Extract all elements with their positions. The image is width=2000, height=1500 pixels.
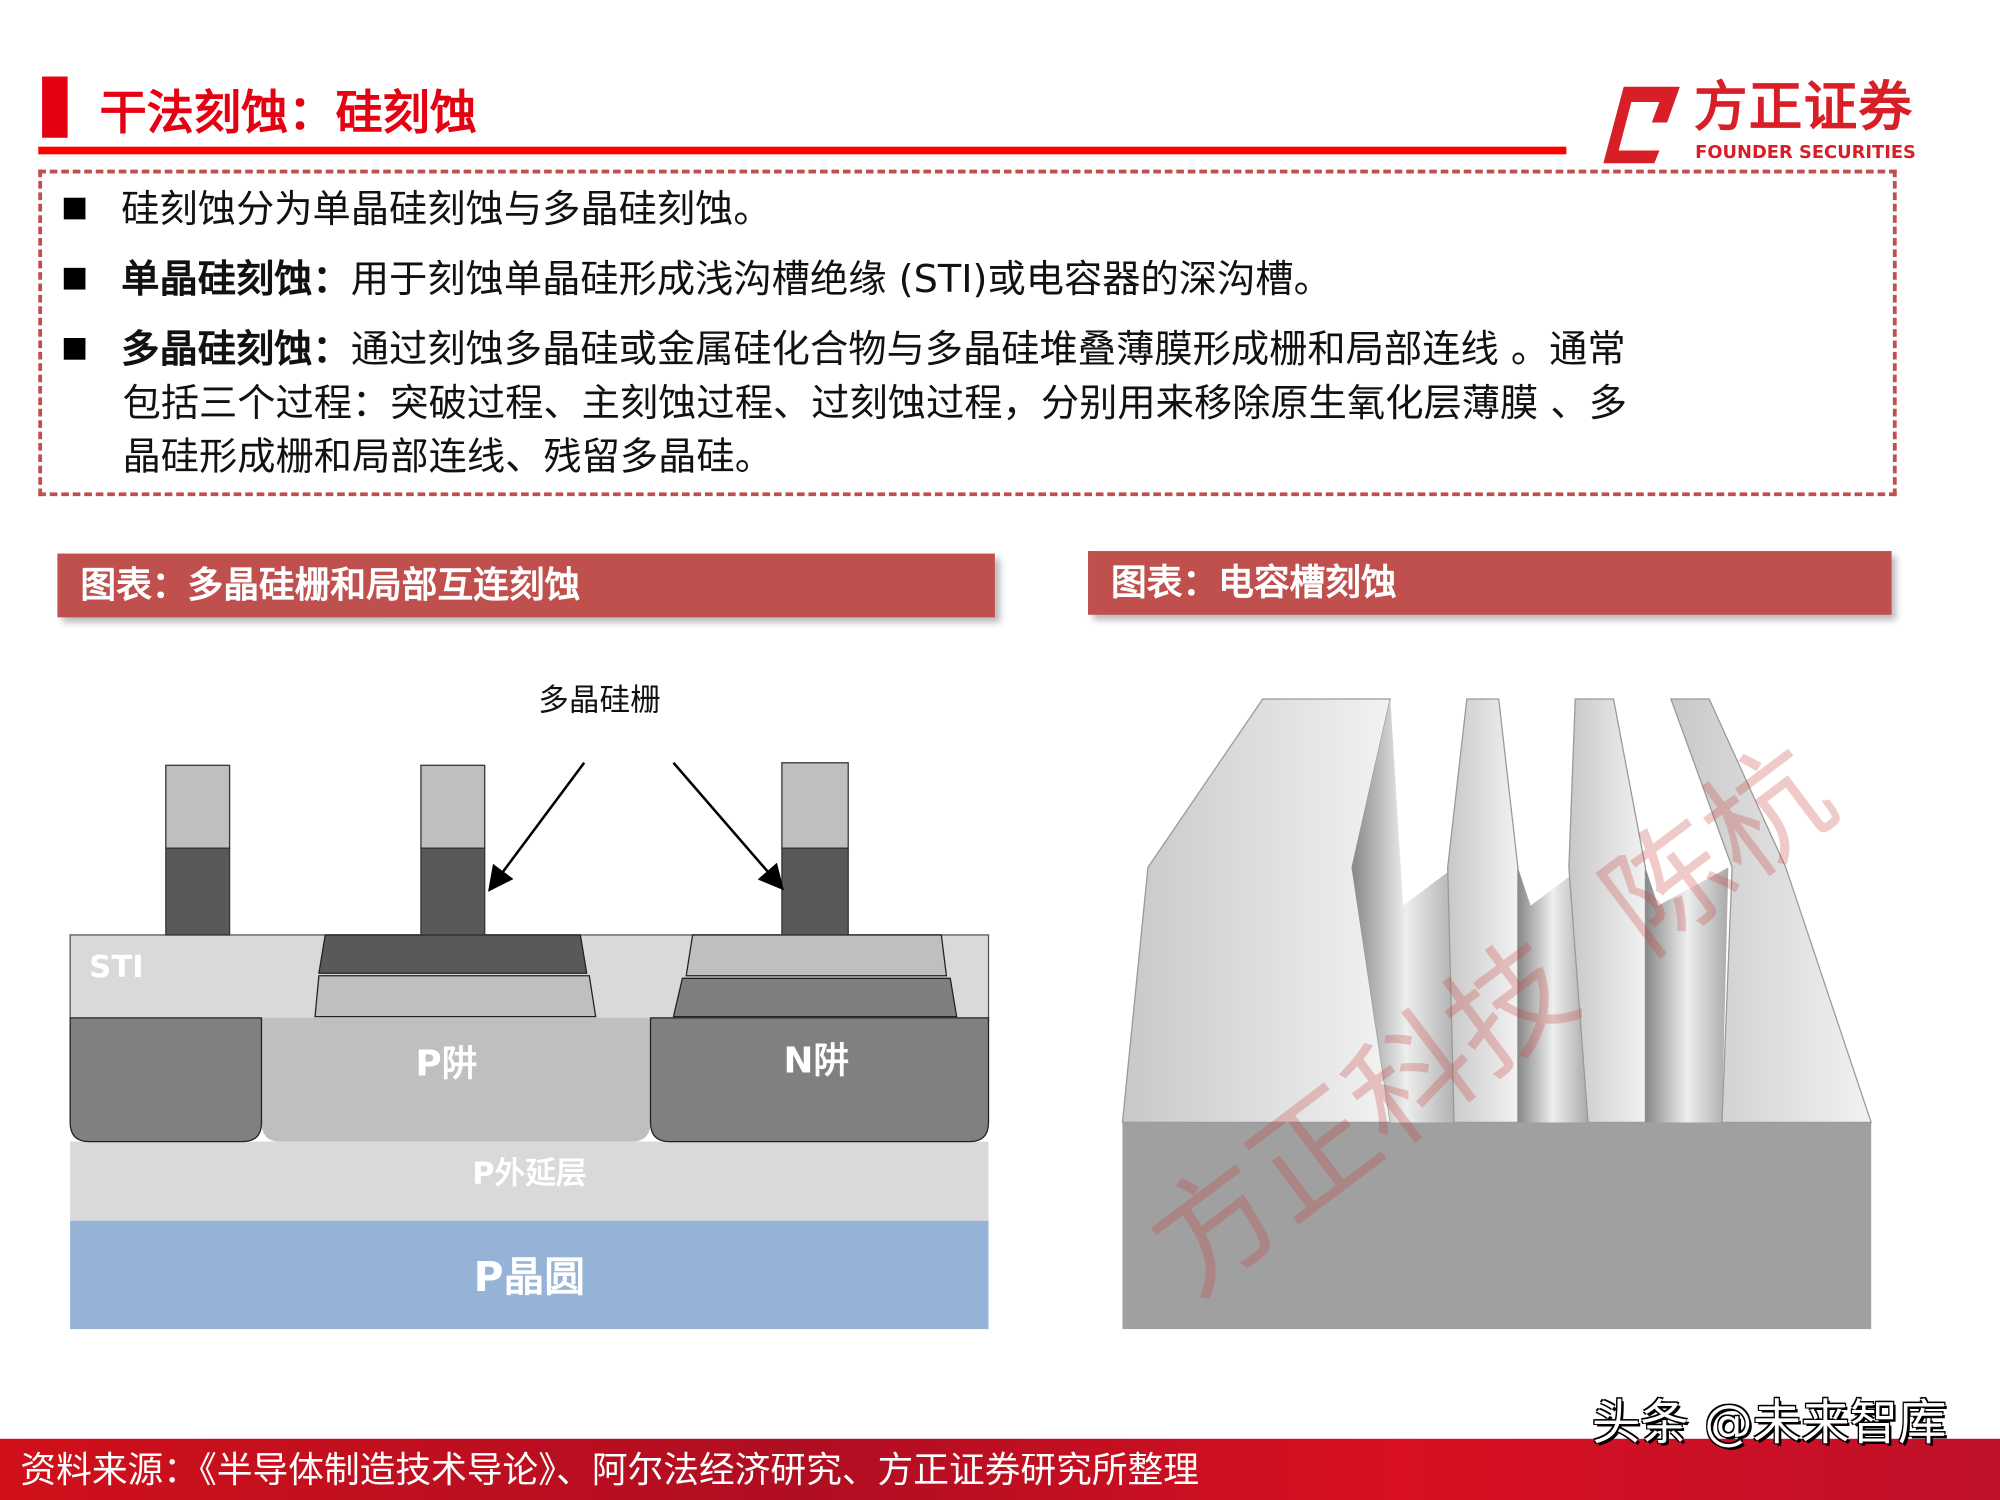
bullet-heading: 多晶硅刻蚀：	[121, 327, 351, 373]
bullet-heading: 单晶硅刻蚀：	[121, 257, 351, 303]
p-wafer-layer	[70, 1220, 989, 1330]
poly-gate	[420, 847, 486, 936]
p-well-label: P阱	[415, 1043, 477, 1084]
bullet-1: 硅刻蚀分为单晶硅刻蚀与多晶硅刻蚀。	[63, 184, 772, 238]
gate-label: 多晶硅栅	[538, 683, 660, 718]
logo-text-en: FOUNDER SECURITIES	[1695, 142, 1916, 164]
arrow-icon	[672, 761, 784, 891]
footer-bar	[0, 1438, 2000, 1500]
arrow-icon	[488, 761, 586, 892]
substrate-block	[1122, 1122, 1872, 1330]
title-accent-bar	[42, 76, 68, 138]
bullet-square-icon	[63, 267, 86, 290]
p-well	[261, 1017, 651, 1142]
bullet-square-icon	[63, 197, 86, 220]
p-epi-layer	[70, 1141, 989, 1221]
n-well-label: N阱	[784, 1041, 850, 1082]
bullet-text: 通过刻蚀多晶硅或金属硅化合物与多晶硅堆叠薄膜形成栅和局部连线 。通常	[350, 327, 1626, 373]
right-stack-dark	[672, 977, 958, 1018]
epi-label: P外延层	[472, 1157, 586, 1192]
trench	[1645, 867, 1729, 1123]
right-stack-light	[685, 934, 948, 977]
founder-logo-icon	[1603, 86, 1680, 164]
summary-box	[38, 169, 1897, 497]
gate-stack-dark	[318, 934, 588, 974]
source-note: 资料来源：《半导体制造技术导论》、阿尔法经济研究、方正证券研究所整理	[20, 1448, 1199, 1492]
n-well	[649, 1017, 990, 1143]
gate-cap	[165, 764, 231, 849]
bullet-3: 多晶硅刻蚀：通过刻蚀多晶硅或金属硅化合物与多晶硅堆叠薄膜形成栅和局部连线 。通常	[63, 324, 1626, 378]
page-title: 干法刻蚀：硅刻蚀	[99, 85, 478, 141]
sti-trench	[69, 1017, 263, 1143]
wafer-label: P晶圆	[474, 1253, 586, 1301]
bullet-2: 单晶硅刻蚀：用于刻蚀单晶硅形成浅沟槽绝缘 (STI)或电容器的深沟槽。	[63, 254, 1332, 308]
bullet-text: 硅刻蚀分为单晶硅刻蚀与多晶硅刻蚀。	[121, 187, 772, 233]
poly-gate	[781, 847, 849, 936]
figure-2-header: 图表：电容槽刻蚀	[1088, 551, 1892, 615]
title-underline	[38, 146, 1567, 155]
poly-gate	[165, 847, 231, 936]
trench	[1352, 698, 1461, 1123]
bullet-3-line-2: 包括三个过程：突破过程、主刻蚀过程、过刻蚀过程，分别用来移除原生氧化层薄膜 、多	[122, 381, 1627, 427]
credit-watermark: 头条 @未来智库	[1591, 1394, 1947, 1451]
trench	[1517, 867, 1589, 1123]
bullet-square-icon	[63, 338, 86, 360]
bullet-text: 用于刻蚀单晶硅形成浅沟槽绝缘 (STI)或电容器的深沟槽。	[350, 257, 1332, 303]
sti-label: STI	[89, 950, 143, 985]
logo-text-cn: 方正证券	[1693, 75, 1914, 138]
bullet-3-line-3: 晶硅形成栅和局部连线、残留多晶硅。	[122, 434, 773, 480]
figure-1-header: 图表：多晶硅栅和局部互连刻蚀	[57, 553, 995, 618]
gate-stack-light	[314, 975, 597, 1018]
